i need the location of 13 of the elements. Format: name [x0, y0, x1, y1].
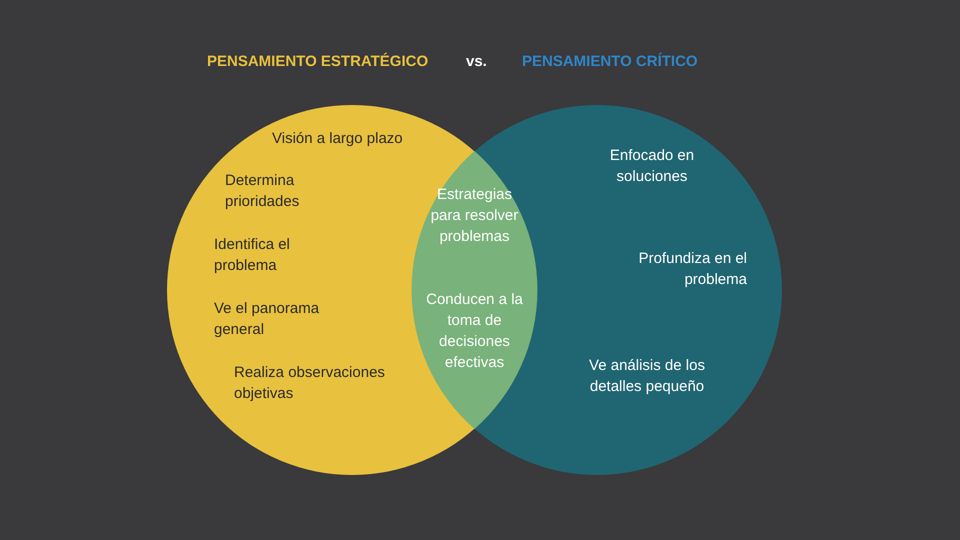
item-text: Conducen a la toma de decisiones efectivas	[425, 290, 524, 373]
heading: PENSAMIENTO CRÍTICO	[522, 53, 698, 70]
item-text: Realiza observaciones objetivas	[234, 363, 386, 404]
item-text: Profundiza en el problema	[638, 249, 747, 290]
item-text: Determina prioridades	[225, 171, 300, 212]
item-text: Ve el panorama general	[214, 299, 320, 340]
item-text: Visión a largo plazo	[272, 129, 404, 149]
item-text: Identifica el problema	[214, 235, 291, 276]
heading: PENSAMIENTO ESTRATÉGICO	[207, 53, 428, 70]
item-text: Estrategias para resolver problemas	[430, 185, 520, 247]
item-text: Ve análisis de los detalles pequeño	[588, 356, 706, 397]
versus-text: vs.	[466, 53, 487, 70]
item-text: Enfocado en soluciones	[608, 146, 696, 187]
